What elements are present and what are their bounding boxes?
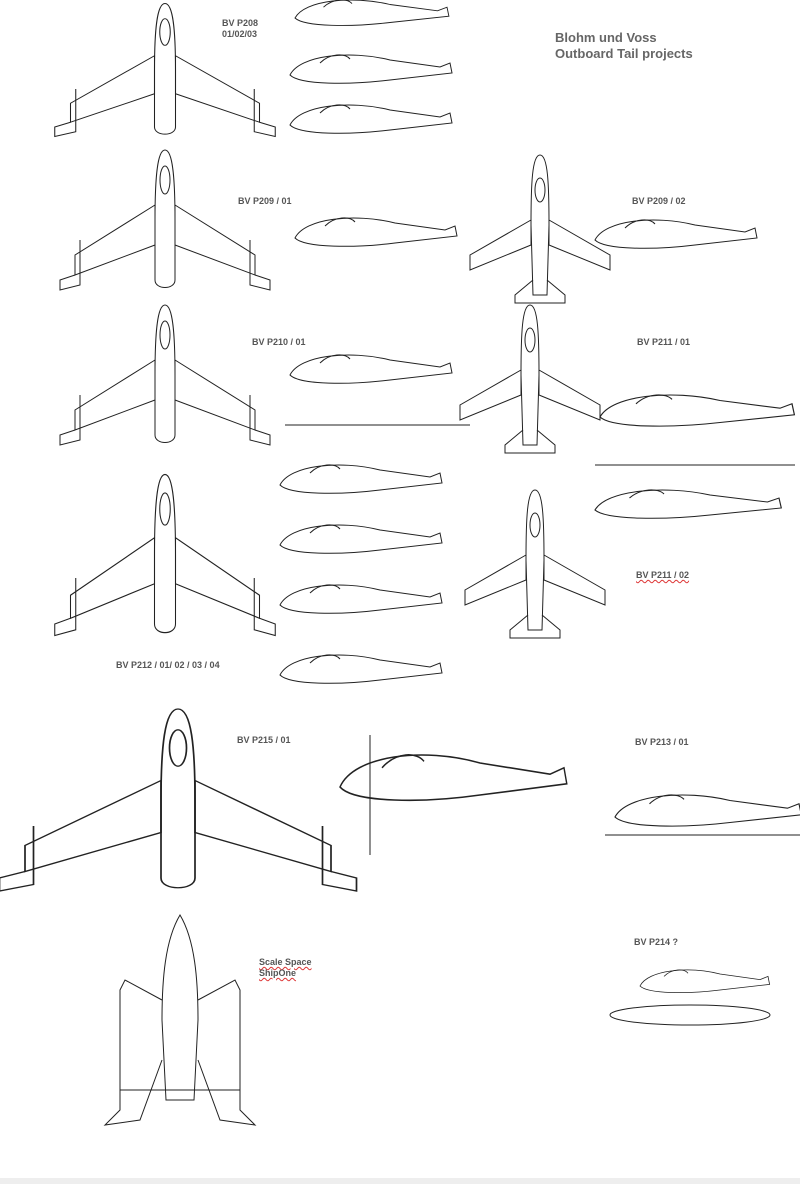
p208-top-view-drawing [54,2,276,138]
p210-01-side-view [285,354,470,426]
label-spaceshipone-line2: ShipOne [259,968,297,978]
label-p209-01: BV P209 / 01 [238,196,292,206]
p208-side-view-1 [294,0,450,26]
label-p210-01: BV P210 / 01 [252,337,306,347]
p215-01-side-view [339,735,568,855]
label-spaceshipone-line1: Scale Space [259,957,312,967]
p211-01-top-view [459,304,601,454]
p208-side-view-2 [289,54,453,84]
p212-side-view-2 [279,524,443,554]
p209-02-top-view [469,154,611,304]
label-p208-line1: BV P208 [222,18,259,28]
label-p212: BV P212 / 01/ 02 / 03 / 04 [116,660,220,670]
label-p209-02: BV P209 / 02 [632,196,686,206]
p212-side-view-3 [279,584,443,614]
label-p208-line2: 01/02/03 [222,29,258,39]
label-spaceshipone: Scale Space ShipOne [259,957,312,979]
page-bottom-edge [0,1178,800,1184]
label-p211-01: BV P211 / 01 [637,337,691,347]
p212-top-view [54,473,276,637]
label-p214: BV P214 ? [634,937,679,947]
p212-side-view-1 [279,464,443,494]
p212-side-view-4 [279,654,443,684]
label-p215-01: BV P215 / 01 [237,735,291,745]
p214-drawing [609,969,771,1026]
p210-01-top-view [59,304,271,446]
p215-01-top-view [0,708,358,892]
p211-01-side-view [595,394,796,466]
p209-02-side-view [594,219,758,249]
p211-02-side-view [594,489,782,519]
p208-side-view-3 [289,104,453,134]
label-p211-02: BV P211 / 02 [636,570,690,580]
title-line-1: Blohm und Voss [555,30,657,45]
p209-01-top-view [59,149,271,291]
label-p208: BV P208 01/02/03 [222,18,258,40]
document-title: Blohm und Voss Outboard Tail projects [555,30,693,62]
spaceshipone-top-view [103,914,257,1126]
p209-01-side-view [294,217,458,247]
title-line-2: Outboard Tail projects [555,46,693,61]
p211-02-top-view [464,489,606,639]
p213-01-side-view [605,794,800,836]
label-p213-01: BV P213 / 01 [635,737,689,747]
